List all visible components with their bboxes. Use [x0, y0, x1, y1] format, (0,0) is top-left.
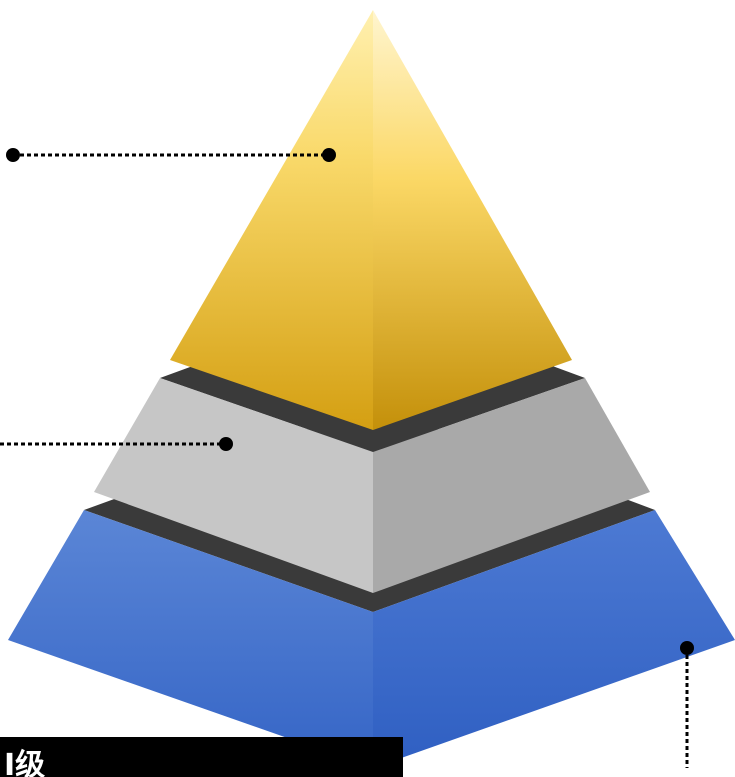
tier-top-right-face [373, 10, 572, 430]
connector-bottom-end-dot [680, 641, 694, 655]
connector-bottom [680, 641, 694, 768]
connector-middle-end-dot [219, 437, 233, 451]
tier-top [170, 10, 572, 430]
tier-label-text: I级 [4, 751, 45, 777]
tier-top-left-face [170, 10, 373, 430]
connector-top-start-dot [6, 148, 20, 162]
tier-label-box: I级 [0, 737, 403, 777]
connector-top-end-dot [322, 148, 336, 162]
